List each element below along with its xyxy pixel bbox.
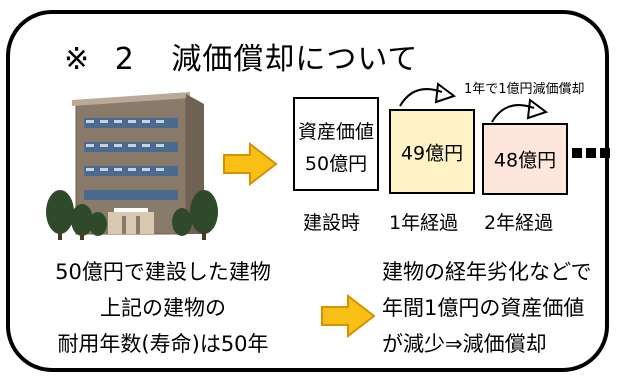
caption-year1: 1年経過 [389,212,459,234]
curved-arrow-icon [399,82,457,107]
right-arrow-icon [321,294,376,338]
title-number: 2 [114,42,135,77]
right-text-line: が減少⇒減価償却 [382,332,547,356]
asset-box-value: 49億円 [400,142,464,164]
right-text-line: 年間1億円の資産価値 [382,296,585,320]
asset-box-year1: 49億円 [389,109,475,194]
title-text: 減価償却について [171,42,419,77]
asset-box-value: 50億円 [304,153,368,175]
ellipsis-dots [572,148,617,158]
right-text-line: 建物の経年劣化などで [382,260,592,284]
asset-box-label: 資産価値 [297,121,374,143]
building-illustration [46,92,218,240]
depreciation-note: 1年で1億円減価償却 [464,82,585,97]
left-text-line: 50億円で建設した建物 [55,260,271,284]
left-text-line: 上記の建物の [100,296,226,320]
caption-construction: 建設時 [303,212,361,234]
page-title: ※ 2 減価償却について [64,34,418,78]
caption-year2: 2年経過 [484,212,554,234]
right-arrow-icon [223,142,278,186]
asset-box-year2: 48億円 [482,123,568,195]
curved-arrow-icon [491,98,549,123]
rounded-frame [6,10,609,372]
left-text-line: 耐用年数(寿命)は50年 [57,332,269,356]
title-mark: ※ [64,42,91,77]
asset-box-value: 48億円 [493,149,557,172]
asset-box-initial: 資産価値 50億円 [293,97,379,191]
